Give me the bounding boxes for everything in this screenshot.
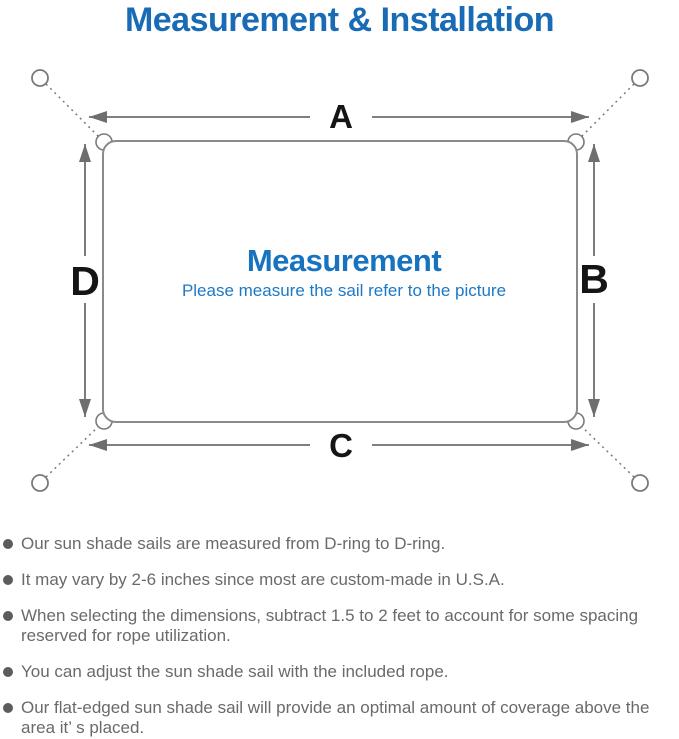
measurement-diagram: A C D B Measurement Please measure the s…	[31, 69, 649, 492]
list-item: It may vary by 2-6 inches since most are…	[0, 570, 672, 590]
rope-top-right	[579, 83, 635, 139]
bullet-icon	[3, 539, 13, 549]
page-title: Measurement & Installation	[124, 1, 555, 39]
note-text: It may vary by 2-6 inches since most are…	[21, 570, 505, 589]
bullet-icon	[3, 575, 13, 585]
note-text: You can adjust the sun shade sail with t…	[21, 662, 449, 681]
rope-top-left	[45, 83, 101, 139]
center-heading: Measurement	[247, 243, 442, 278]
list-item: Our sun shade sails are measured from D-…	[0, 534, 672, 554]
side-label-c: C	[329, 427, 353, 464]
rope-dotted-lines	[45, 83, 635, 478]
note-text: Our flat-edged sun shade sail will provi…	[21, 698, 650, 737]
side-label-b: B	[579, 256, 609, 302]
rope-bottom-left	[45, 424, 101, 478]
sail-outline	[102, 140, 578, 423]
anchor-point-icon	[31, 69, 49, 87]
anchor-point-icon	[631, 474, 649, 492]
measurement-arrows	[79, 111, 600, 451]
bullet-icon	[3, 611, 13, 621]
side-label-d: D	[70, 258, 100, 304]
center-subtitle: Please measure the sail refer to the pic…	[182, 281, 506, 300]
note-text: When selecting the dimensions, subtract …	[21, 606, 639, 645]
bullet-icon	[3, 667, 13, 677]
anchor-points	[31, 69, 649, 492]
side-label-a: A	[329, 98, 353, 135]
anchor-point-icon	[631, 69, 649, 87]
note-text: Our sun shade sails are measured from D-…	[21, 534, 446, 553]
notes-list: Our sun shade sails are measured from D-…	[0, 534, 672, 739]
list-item: You can adjust the sun shade sail with t…	[0, 662, 672, 682]
list-item: When selecting the dimensions, subtract …	[0, 606, 672, 646]
anchor-point-icon	[31, 474, 49, 492]
rope-bottom-right	[579, 424, 635, 478]
list-item: Our flat-edged sun shade sail will provi…	[0, 698, 672, 738]
bullet-icon	[3, 703, 13, 713]
